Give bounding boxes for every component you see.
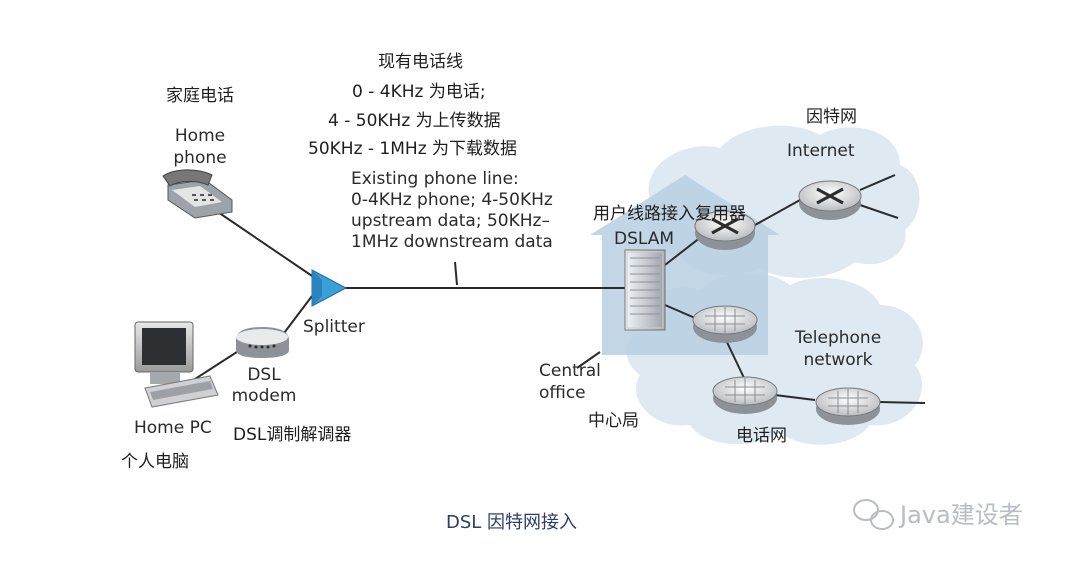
phone-line-link <box>211 207 319 281</box>
note-cn-line-1: 现有电话线 <box>378 52 463 72</box>
telephone-switch-icon <box>815 387 881 425</box>
home-pc-cn-label: 个人电脑 <box>121 452 189 472</box>
internet-router-icon <box>798 180 862 220</box>
internet-out-link-2 <box>859 204 899 219</box>
internet-out-link-1 <box>859 174 896 191</box>
telephone-out-link <box>879 401 926 404</box>
figure-caption: DSL 因特网接入 <box>446 512 578 533</box>
central-office-en-label-1: Central <box>539 361 601 381</box>
central-office-cn-label: 中心局 <box>588 411 639 431</box>
connection-lines <box>177 174 926 404</box>
wechat-icon <box>853 499 894 530</box>
internet-en-label: Internet <box>787 141 855 161</box>
telephone-switch-icon <box>712 376 778 414</box>
switch-switch-link <box>724 337 746 381</box>
internet-cn-label: 因特网 <box>806 107 857 127</box>
telephone-switch-icon <box>692 305 758 343</box>
dsl-modem-en-label-2: modem <box>231 386 297 406</box>
switch-switch-link-2 <box>774 394 816 401</box>
note-cn-line-3: 4 - 50KHz 为上传数据 <box>328 111 501 131</box>
dsl-modem-cn-label: DSL调制解调器 <box>233 425 352 445</box>
home-pc-en-label: Home PC <box>134 418 212 438</box>
modem-icon <box>236 327 289 358</box>
telephone-network-en-label-2: network <box>803 350 873 370</box>
dsl-modem-en-label-1: DSL <box>247 365 281 385</box>
telephone-network-en-label-1: Telephone <box>794 328 882 348</box>
splitter-label: Splitter <box>303 317 365 337</box>
router-router-link <box>754 199 801 226</box>
central-office-en-label-2: office <box>539 383 586 403</box>
telephone-network-cn-label: 电话网 <box>736 426 787 446</box>
dslam-en-label: DSLAM <box>614 229 675 249</box>
dslam-phone-switch-link <box>664 304 696 319</box>
dslam-cn-label: 用户线路接入复用器 <box>593 204 746 224</box>
home-phone-cn-label: 家庭电话 <box>166 86 234 106</box>
dslam-rack-icon <box>624 249 666 331</box>
central-office-pointer <box>576 351 601 369</box>
existing-line-en-2: 0-4KHz phone; 4-50KHz <box>351 190 553 210</box>
home-phone-en-label-2: phone <box>173 148 227 168</box>
telephone-icon <box>162 169 233 219</box>
note-cn-line-4: 50KHz - 1MHz 为下载数据 <box>308 139 518 159</box>
splitter-icon <box>311 269 348 307</box>
existing-line-en-3: upstream data; 50KHz– <box>351 211 550 231</box>
note-cn-line-2: 0 - 4KHz 为电话; <box>352 82 486 102</box>
home-phone-en-label-1: Home <box>174 126 226 146</box>
watermark-text: Java建设者 <box>900 501 1023 529</box>
phone-line-pointer <box>454 261 458 286</box>
existing-line-en-4: 1MHz downstream data <box>351 232 553 252</box>
existing-line-en-1: Existing phone line: <box>351 169 519 189</box>
internet-router-icon <box>694 210 756 250</box>
computer-icon <box>134 321 219 408</box>
